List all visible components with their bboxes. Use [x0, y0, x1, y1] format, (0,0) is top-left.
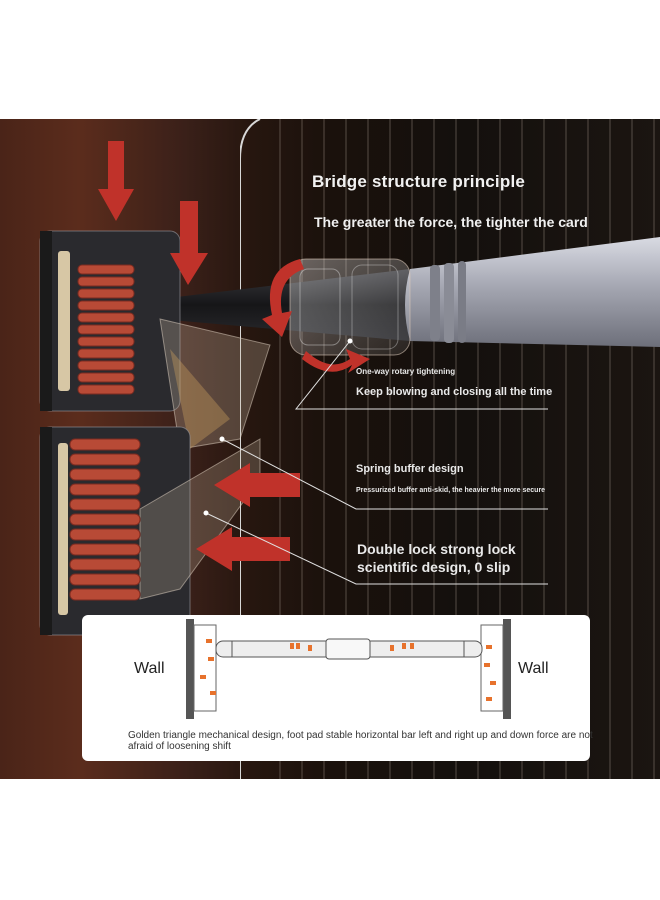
callout-leader-lines — [205, 340, 548, 585]
lower-spring — [69, 438, 141, 601]
page-subtitle: The greater the force, the tighter the c… — [314, 214, 588, 230]
transparent-collar — [289, 258, 411, 356]
spring-detail: Pressurized buffer anti-skid, the heavie… — [356, 487, 546, 494]
installation-diagram — [186, 619, 511, 719]
left-arrow-icon — [196, 463, 300, 571]
installation-diagram-card: Wall Wall Golden triangle mechanical des… — [82, 615, 593, 761]
upper-foot-block — [39, 230, 181, 412]
rotary-detail: Keep blowing and closing all the time — [356, 386, 553, 398]
page-title: Bridge structure principle — [312, 172, 526, 191]
rotary-label: One-way rotary tightening — [356, 367, 456, 376]
down-arrow-icon — [98, 141, 208, 285]
lock-line-2: scientific design, 0 slip — [357, 559, 511, 575]
transparent-wedge — [159, 318, 271, 450]
upper-spring — [77, 264, 135, 395]
gray-handle-bar — [403, 237, 660, 347]
product-render — [39, 141, 660, 636]
right-wall-label: Wall — [518, 660, 549, 677]
rotary-arrow-icon — [262, 259, 370, 373]
left-wall-label: Wall — [134, 660, 165, 677]
product-illustration-panel: Bridge structure principle The greater t… — [0, 119, 660, 779]
spring-label: Spring buffer design — [356, 463, 464, 475]
diagram-caption: Golden triangle mechanical design, foot … — [128, 730, 593, 752]
lock-line-1: Double lock strong lock — [357, 541, 516, 557]
